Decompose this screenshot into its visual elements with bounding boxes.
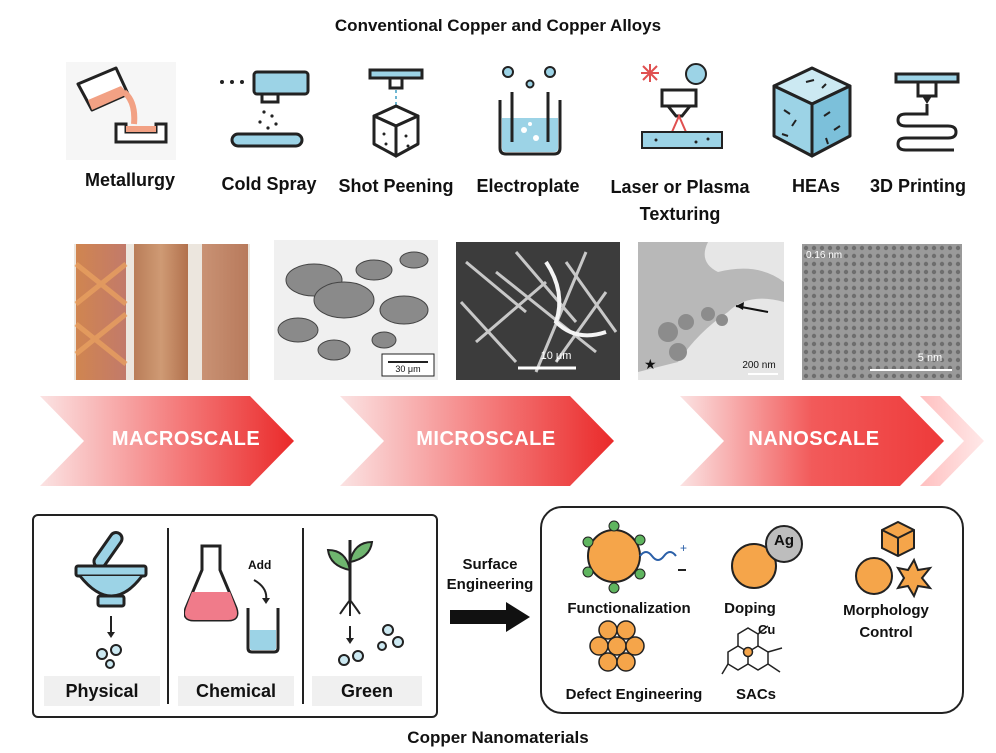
functionalized-particle-icon: + xyxy=(582,520,687,594)
electroplate-beaker-icon xyxy=(492,62,568,158)
scale-bar-label: 5 nm xyxy=(917,352,943,364)
surface-engineering-label: Engineering xyxy=(446,576,534,593)
technique-label: Electroplate xyxy=(476,176,580,196)
synthesis-label-chemical: Chemical xyxy=(178,676,294,706)
hrtem-lattice-image: 0.16 nm 5 nm xyxy=(802,244,962,380)
star-marker: ★ xyxy=(644,356,657,372)
morphology-shapes-icon xyxy=(855,520,933,599)
engineering-label-functionalization: Functionalization xyxy=(567,600,691,617)
engineering-label-doping: Doping xyxy=(724,600,776,617)
panel-divider xyxy=(302,528,304,704)
scale-bar-label: 200 nm xyxy=(742,360,776,371)
scale-bar-label: 10 μm xyxy=(540,350,572,362)
sem-nanorods-image: 10 μm xyxy=(456,242,620,380)
spray-nozzle-icon xyxy=(214,66,314,156)
scale-bar-label: 30 μm xyxy=(395,364,421,374)
technique-label: Cold Spray xyxy=(221,174,317,194)
add-annotation: Add xyxy=(248,558,272,572)
crucible-pour-icon xyxy=(66,62,176,160)
panel-divider xyxy=(167,528,169,704)
surface-engineering-arrow xyxy=(450,602,530,632)
3d-printer-icon xyxy=(886,70,968,158)
laser-texturing-icon xyxy=(636,62,728,158)
single-atom-catalyst-icon xyxy=(721,625,783,675)
sem-particles-image: 30 μm xyxy=(274,240,438,380)
engineering-label-sacs: SACs xyxy=(735,686,776,703)
doping-particle-icon xyxy=(731,525,803,589)
synthesis-methods-panel: Add Physical Chemical Green xyxy=(32,514,438,718)
atom-label: Cu xyxy=(758,622,776,637)
engineering-label-morphology: Morphology xyxy=(843,602,929,619)
technique-label: Shot Peening xyxy=(338,176,454,196)
svg-text:+: + xyxy=(680,541,687,555)
technique-label: Laser or Plasma xyxy=(610,177,750,197)
synthesis-label-green: Green xyxy=(312,676,422,706)
engineering-label-morphology: Control xyxy=(859,624,913,641)
hea-cube-icon xyxy=(770,64,854,160)
engineering-label-defect: Defect Engineering xyxy=(565,686,703,703)
page-title: Conventional Copper and Copper Alloys xyxy=(334,16,662,35)
defect-cluster-icon xyxy=(589,620,645,672)
mortar-pestle-icon xyxy=(74,531,148,669)
scale-label-macro: MACROSCALE xyxy=(111,428,261,450)
scale-arrow-band xyxy=(40,396,984,486)
scale-label-micro: MICROSCALE xyxy=(416,428,556,450)
synthesis-label-physical: Physical xyxy=(44,676,160,706)
dopant-label: Ag xyxy=(774,532,794,549)
copper-strips-photo xyxy=(74,244,250,380)
lattice-spacing-label: 0.16 nm xyxy=(806,250,843,261)
surface-engineering-panel: + Ag Cu Functionalization Doping Morphol… xyxy=(540,506,964,714)
tem-nanoparticles-image: ★ 200 nm xyxy=(638,242,784,380)
plant-sprout-icon xyxy=(326,540,404,666)
bottom-title: Copper Nanomaterials xyxy=(407,728,589,747)
technique-label: 3D Printing xyxy=(869,176,966,196)
technique-label: Texturing xyxy=(639,204,721,224)
flask-beaker-icon xyxy=(184,544,280,654)
surface-engineering-label: Surface xyxy=(462,556,518,573)
scale-label-nano: NANOSCALE xyxy=(748,428,880,450)
shot-peening-icon xyxy=(356,66,436,162)
technique-label: Metallurgy xyxy=(84,170,176,190)
technique-label: HEAs xyxy=(791,176,840,196)
